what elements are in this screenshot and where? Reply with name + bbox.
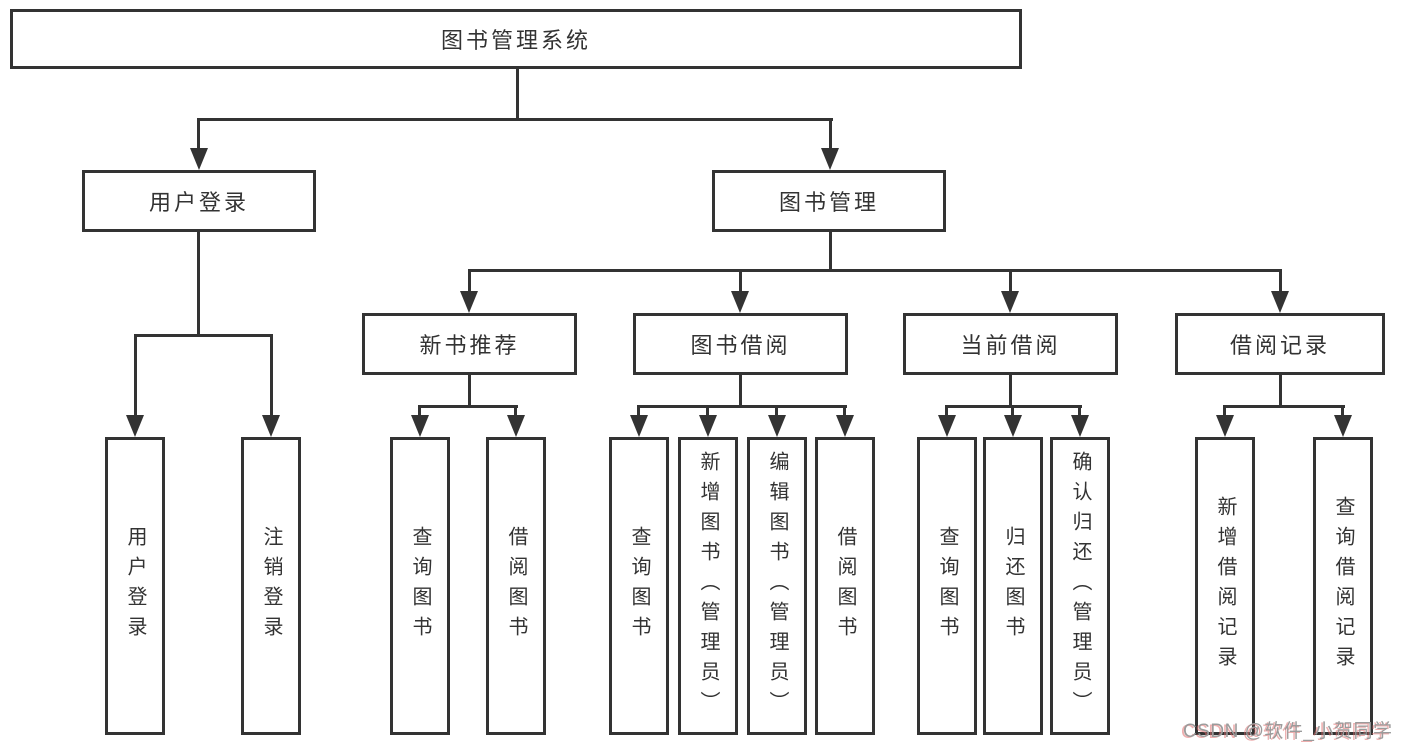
connector-vline	[1279, 269, 1282, 293]
arrow-down-icon	[821, 148, 839, 170]
node-user-login-label: 用户登录	[148, 190, 249, 215]
connector-vline	[514, 405, 517, 417]
connector-vline	[1078, 405, 1081, 417]
connector-vline	[197, 232, 200, 336]
node-book-management-label: 图书管理	[778, 190, 879, 215]
node-new-book-recommend: 新书推荐	[362, 313, 577, 375]
node-borrow-records: 借阅记录	[1175, 313, 1385, 375]
node-book-borrow: 图书借阅	[633, 313, 848, 375]
connector-hline	[637, 405, 847, 408]
connector-hline	[418, 405, 518, 408]
arrow-down-icon	[1071, 415, 1089, 437]
leaf-borrow-books-label: 借阅图书	[834, 526, 856, 646]
connector-vline	[829, 118, 832, 150]
leaf-query-borrow-record-label: 查询借阅记录	[1332, 496, 1354, 676]
arrow-down-icon	[1216, 415, 1234, 437]
node-user-login: 用户登录	[82, 170, 316, 232]
node-root: 图书管理系统	[10, 9, 1022, 69]
connector-vline	[739, 269, 742, 293]
leaf-query-books-recommend-label: 查询图书	[409, 526, 431, 646]
arrow-down-icon	[630, 415, 648, 437]
watermark: CSDN @软件_小贺同学	[1183, 721, 1393, 742]
arrow-down-icon	[731, 291, 749, 313]
connector-vline	[418, 405, 421, 417]
leaf-logout: 注销登录	[241, 437, 301, 735]
leaf-return-books: 归还图书	[983, 437, 1043, 735]
arrow-down-icon	[938, 415, 956, 437]
arrow-down-icon	[836, 415, 854, 437]
leaf-query-books-current: 查询图书	[917, 437, 977, 735]
connector-vline	[1009, 269, 1012, 293]
leaf-borrow-books: 借阅图书	[815, 437, 875, 735]
connector-vline	[739, 375, 742, 407]
node-root-label: 图书管理系统	[440, 28, 591, 53]
leaf-add-books-admin: 新增图书（管理员）	[678, 437, 738, 735]
connector-vline	[775, 405, 778, 417]
leaf-query-books-recommend: 查询图书	[390, 437, 450, 735]
connector-hline	[468, 269, 1282, 272]
node-book-management: 图书管理	[712, 170, 946, 232]
leaf-query-books-borrow: 查询图书	[609, 437, 669, 735]
leaf-add-books-admin-label: 新增图书（管理员）	[697, 451, 719, 721]
leaf-logout-label: 注销登录	[260, 526, 282, 646]
arrow-down-icon	[1271, 291, 1289, 313]
arrow-down-icon	[126, 415, 144, 437]
leaf-user-login-label: 用户登录	[124, 526, 146, 646]
node-book-borrow-label: 图书借阅	[690, 333, 791, 358]
arrow-down-icon	[1004, 415, 1022, 437]
connector-hline	[1223, 405, 1345, 408]
arrow-down-icon	[1334, 415, 1352, 437]
arrow-down-icon	[699, 415, 717, 437]
connector-vline	[468, 375, 471, 407]
connector-vline	[270, 334, 273, 417]
connector-vline	[1223, 405, 1226, 417]
connector-vline	[197, 118, 200, 150]
connector-vline	[1011, 405, 1014, 417]
connector-vline	[637, 405, 640, 417]
connector-vline	[945, 405, 948, 417]
connector-vline	[1009, 375, 1012, 407]
arrow-down-icon	[262, 415, 280, 437]
connector-vline	[1279, 375, 1282, 407]
connector-vline	[706, 405, 709, 417]
leaf-query-borrow-record: 查询借阅记录	[1313, 437, 1373, 735]
leaf-return-books-label: 归还图书	[1002, 526, 1024, 646]
leaf-query-books-borrow-label: 查询图书	[628, 526, 650, 646]
leaf-borrow-books-recommend: 借阅图书	[486, 437, 546, 735]
arrow-down-icon	[1001, 291, 1019, 313]
node-new-book-recommend-label: 新书推荐	[419, 333, 520, 358]
leaf-add-borrow-record-label: 新增借阅记录	[1214, 496, 1236, 676]
leaf-user-login: 用户登录	[105, 437, 165, 735]
connector-hline	[197, 118, 833, 121]
connector-vline	[829, 232, 832, 271]
connector-vline	[134, 334, 137, 417]
leaf-borrow-books-recommend-label: 借阅图书	[505, 526, 527, 646]
leaf-query-books-current-label: 查询图书	[936, 526, 958, 646]
leaf-add-borrow-record: 新增借阅记录	[1195, 437, 1255, 735]
leaf-edit-books-admin-label: 编辑图书（管理员）	[766, 451, 788, 721]
arrow-down-icon	[190, 148, 208, 170]
connector-vline	[1341, 405, 1344, 417]
arrow-down-icon	[507, 415, 525, 437]
connector-vline	[843, 405, 846, 417]
node-borrow-records-label: 借阅记录	[1229, 333, 1330, 358]
arrow-down-icon	[768, 415, 786, 437]
connector-vline	[468, 269, 471, 293]
node-current-borrow: 当前借阅	[903, 313, 1118, 375]
connector-hline	[134, 334, 273, 337]
leaf-edit-books-admin: 编辑图书（管理员）	[747, 437, 807, 735]
arrow-down-icon	[460, 291, 478, 313]
node-current-borrow-label: 当前借阅	[960, 333, 1061, 358]
leaf-confirm-return-admin-label: 确认归还（管理员）	[1069, 451, 1091, 721]
arrow-down-icon	[411, 415, 429, 437]
connector-vline	[516, 68, 519, 120]
leaf-confirm-return-admin: 确认归还（管理员）	[1050, 437, 1110, 735]
